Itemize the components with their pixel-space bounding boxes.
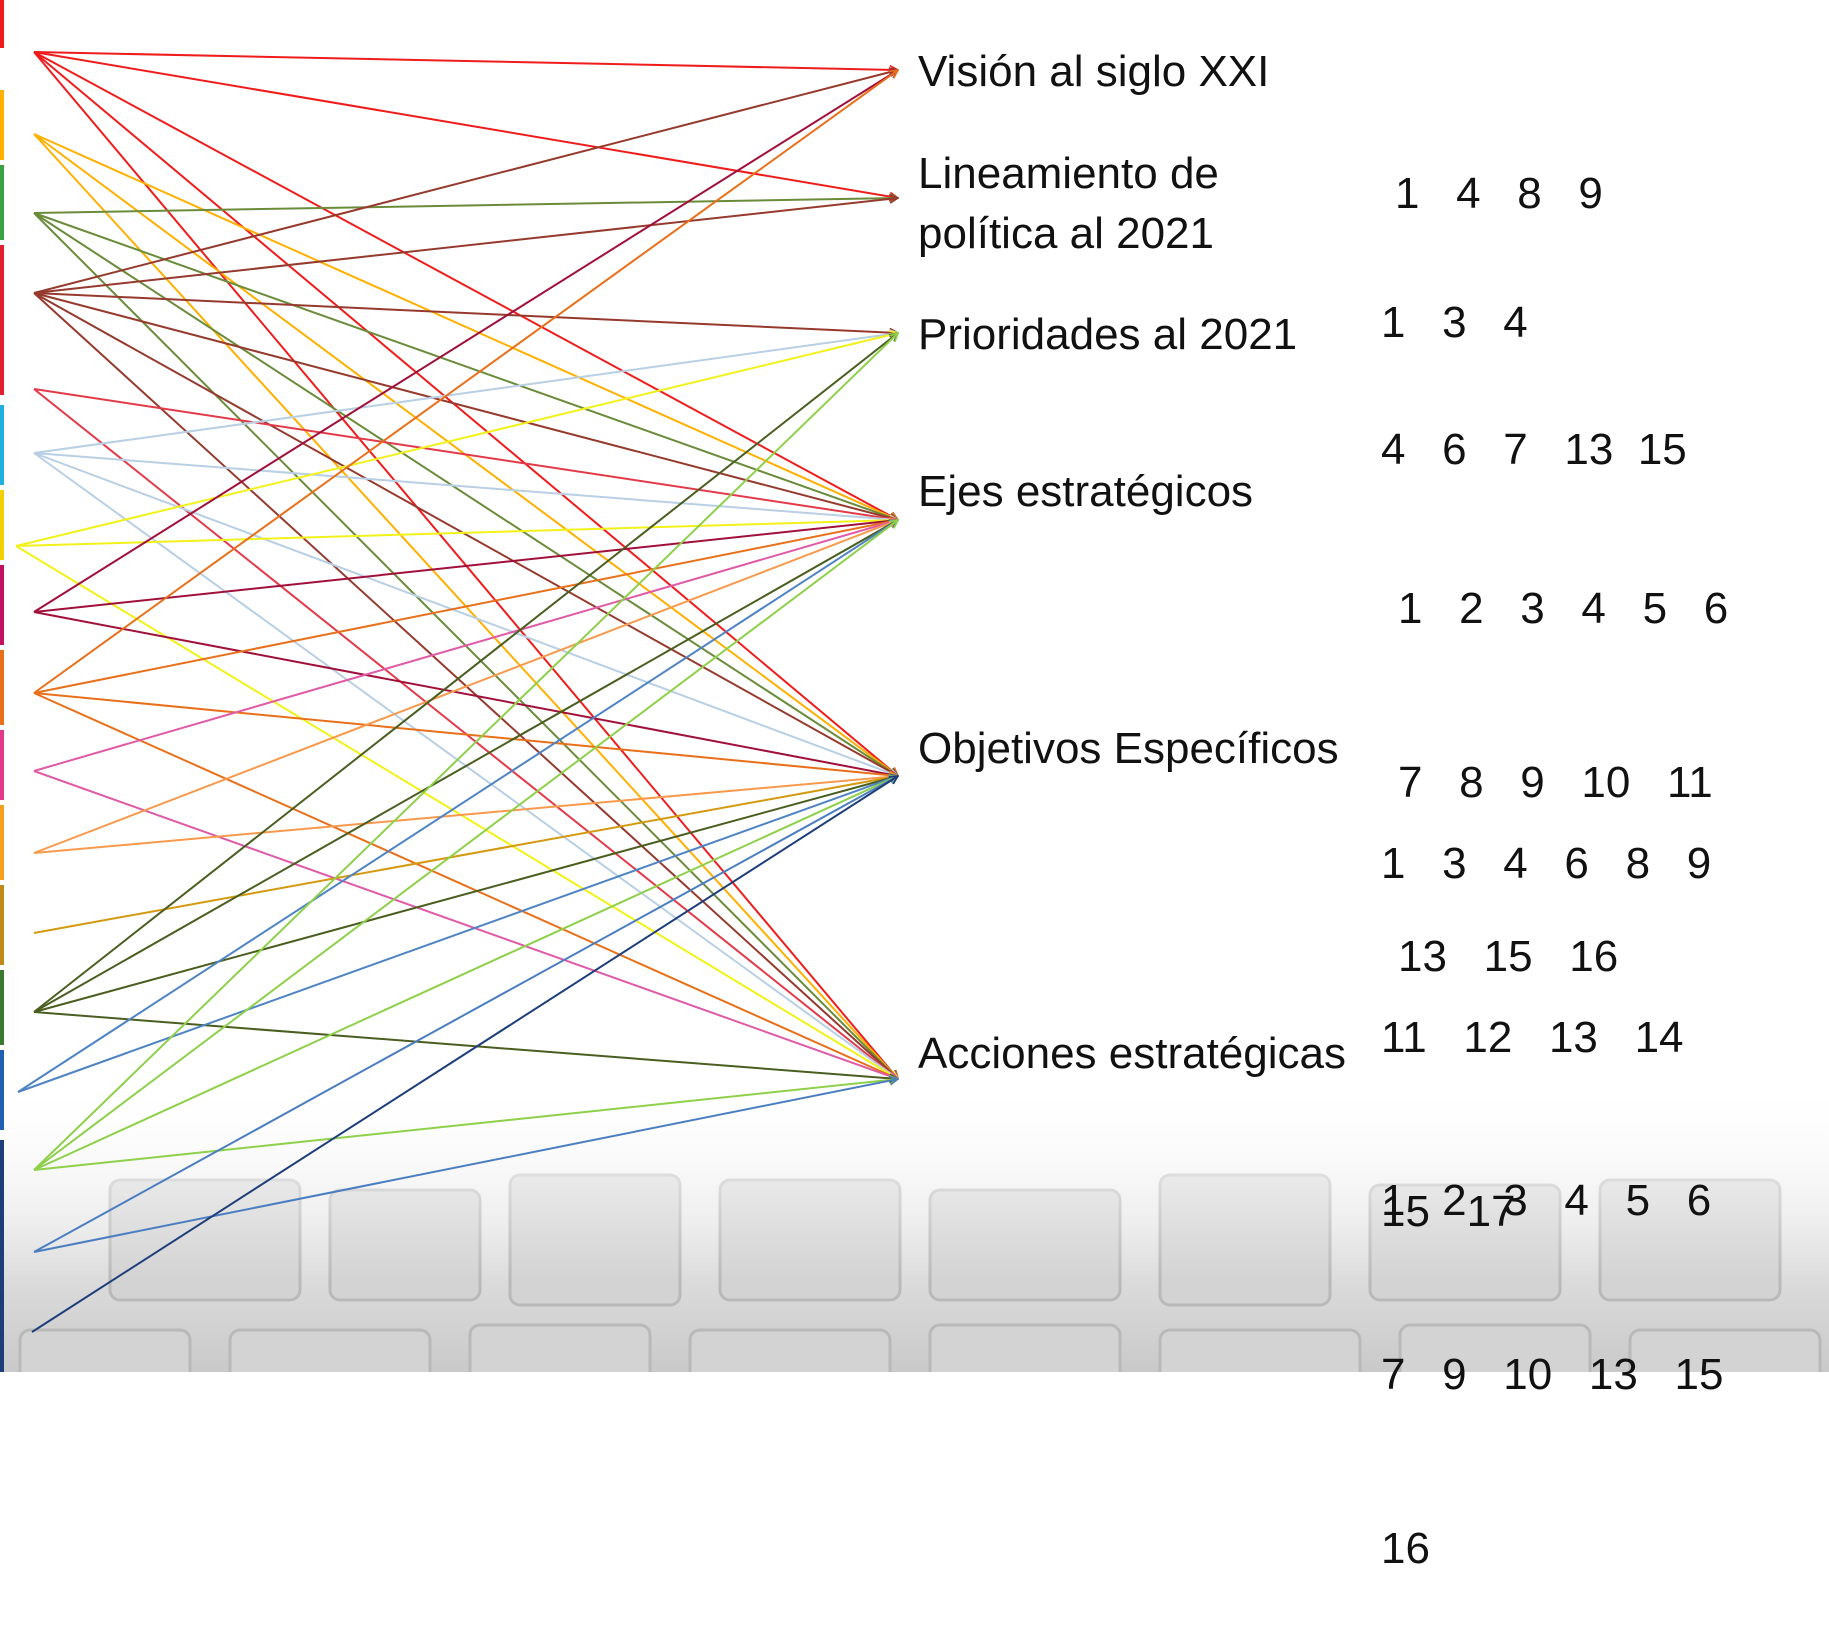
numbers-line: 4 6 7 13 15 xyxy=(1381,425,1687,474)
link-13-to-prioridades xyxy=(33,333,898,1013)
link-6-to-ejes xyxy=(33,452,898,520)
link-9-to-objetivos xyxy=(33,692,898,776)
strip-segment-red xyxy=(0,0,4,48)
strip-segment-green xyxy=(0,165,4,240)
numbers-line: 7 9 10 13 15 xyxy=(1381,1350,1724,1399)
strip-segment-gold xyxy=(0,90,4,160)
link-14-to-objetivos xyxy=(17,776,898,1093)
label-lineamiento: Lineamiento de política al 2021 xyxy=(918,149,1219,258)
numbers-line: 11 12 13 14 xyxy=(1381,1013,1684,1062)
strip-segment-darkgreen xyxy=(0,970,4,1045)
link-3-to-ejes xyxy=(33,212,898,520)
label-objetivos: Objetivos Específicos xyxy=(918,724,1339,773)
link-13-to-objetivos xyxy=(33,776,898,1013)
numbers-line: 1 3 4 xyxy=(1381,298,1528,347)
link-6-to-objetivos xyxy=(33,452,898,776)
numbers-line: 16 xyxy=(1381,1524,1430,1573)
numbers-objetivos: 1 3 4 6 8 9 11 12 13 14 15 17 xyxy=(1381,719,1711,1299)
link-8-to-ejes xyxy=(33,520,898,613)
link-15-to-ejes xyxy=(33,520,898,1171)
numbers-acciones: 1 2 3 4 5 6 7 9 10 13 15 16 xyxy=(1381,1056,1723,1636)
numbers-line: 1 4 8 9 xyxy=(1395,169,1603,218)
strip-segment-magenta xyxy=(0,565,4,645)
link-7-to-acciones xyxy=(15,545,898,1079)
numbers-line: 15 17 xyxy=(1381,1187,1516,1236)
link-15-to-acciones xyxy=(33,1079,898,1171)
strip-segment-olive xyxy=(0,885,4,965)
numbers-line: 1 3 4 6 8 9 xyxy=(1381,839,1712,888)
strip-segment-cyan xyxy=(0,405,4,485)
link-11-to-ejes xyxy=(33,520,898,854)
link-15-to-objetivos xyxy=(33,776,898,1171)
link-9-to-vision xyxy=(33,70,898,694)
link-1-to-vision xyxy=(33,51,898,70)
link-8-to-vision xyxy=(33,70,898,613)
link-9-to-ejes xyxy=(33,520,898,694)
link-3-to-lineamiento xyxy=(33,198,898,214)
numbers-vision: 1 4 8 9 xyxy=(1395,49,1603,281)
link-10-to-ejes xyxy=(33,520,898,772)
link-15-to-prioridades xyxy=(33,333,898,1171)
label-vision: Visión al siglo XXI xyxy=(918,47,1270,96)
numbers-prioridades: 4 6 7 13 15 xyxy=(1381,305,1687,537)
numbers-lineamiento: 1 3 4 xyxy=(1381,178,1528,410)
strip-segment-navy xyxy=(0,1140,4,1372)
link-4-to-vision xyxy=(33,70,898,294)
strip-segment-yellow xyxy=(0,490,4,560)
link-8-to-objetivos xyxy=(33,611,898,776)
link-11-to-objetivos xyxy=(33,776,898,854)
link-7-to-ejes xyxy=(15,520,898,547)
strip-segment-amber xyxy=(0,805,4,880)
link-14-to-ejes xyxy=(17,520,898,1093)
link-10-to-acciones xyxy=(33,770,898,1079)
link-16-to-acciones xyxy=(33,1079,898,1253)
link-13-to-acciones xyxy=(33,1011,898,1079)
link-13-to-ejes xyxy=(33,520,898,1013)
numbers-line: 13 15 16 xyxy=(1398,932,1619,981)
strip-segment-crimson xyxy=(0,245,4,395)
link-2-to-ejes xyxy=(33,133,898,520)
strip-segment-orange xyxy=(0,650,4,725)
link-4-to-prioridades xyxy=(33,292,898,333)
numbers-ejes: 1 2 3 4 5 6 7 8 9 10 11 13 15 16 xyxy=(1398,464,1728,1044)
strip-segment-blue xyxy=(0,1050,4,1130)
link-4-to-objetivos xyxy=(33,292,898,776)
link-4-to-lineamiento xyxy=(33,198,898,294)
link-4-to-ejes xyxy=(33,292,898,520)
numbers-line: 7 8 9 10 11 xyxy=(1398,758,1713,807)
link-16-to-objetivos xyxy=(33,776,898,1253)
link-7-to-prioridades xyxy=(15,333,898,547)
paving-texture-background xyxy=(0,1080,1829,1372)
strip-segment-pink xyxy=(0,730,4,800)
link-5-to-ejes xyxy=(33,388,898,520)
link-1-to-objetivos xyxy=(33,51,898,776)
link-1-to-lineamiento xyxy=(33,51,898,198)
label-ejes: Ejes estratégicos xyxy=(918,467,1254,516)
numbers-line: 1 2 3 4 5 6 xyxy=(1381,1176,1712,1225)
link-3-to-objetivos xyxy=(33,212,898,776)
label-acciones: Acciones estratégicas xyxy=(918,1029,1346,1078)
link-12-to-objetivos xyxy=(33,776,898,934)
link-17-to-objetivos xyxy=(31,776,898,1333)
label-prioridades: Prioridades al 2021 xyxy=(918,310,1298,359)
link-1-to-ejes xyxy=(33,51,898,520)
relationship-links xyxy=(15,51,1829,1333)
link-6-to-prioridades xyxy=(33,333,898,454)
link-9-to-acciones xyxy=(33,692,898,1079)
numbers-line: 1 2 3 4 5 6 xyxy=(1398,584,1729,633)
